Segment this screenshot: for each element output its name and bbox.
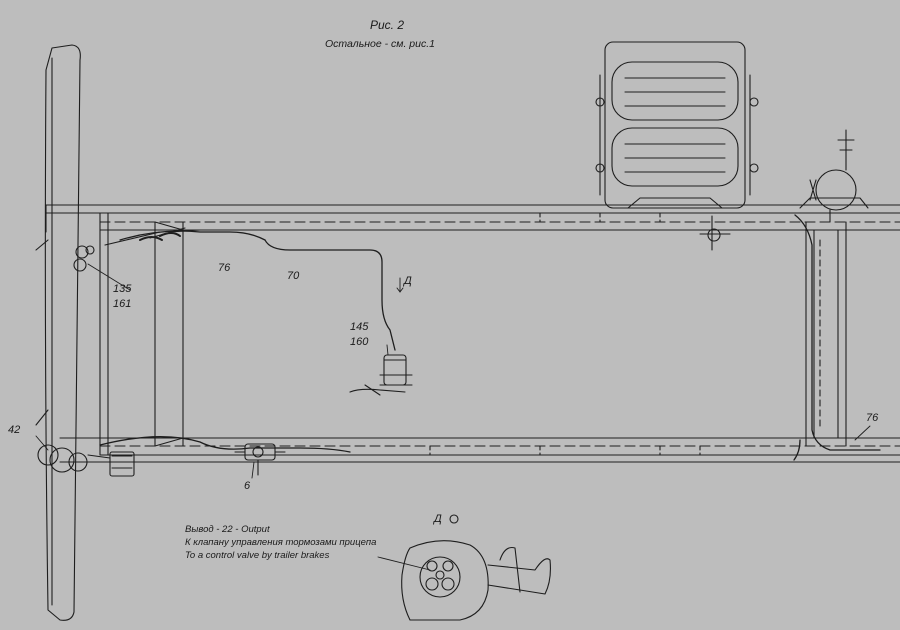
front-bumper (35, 44, 81, 621)
pipe-line-70 (264, 239, 396, 351)
callout-161: 161 (113, 298, 132, 310)
frame-bottom-member (59, 437, 900, 463)
inset-title: Д (434, 513, 442, 525)
front-cross-member (99, 212, 184, 456)
callout-135: 135 (113, 283, 132, 295)
pipe-right (793, 214, 881, 461)
figure-title: Рис. 2 (370, 18, 405, 32)
callout-76-top: 76 (218, 262, 231, 274)
callout-42: 42 (8, 424, 21, 436)
callout-145: 145 (350, 321, 369, 333)
callout-76-right: 76 (866, 412, 879, 424)
callout-6: 6 (244, 480, 251, 492)
inset-en-note: To a control valve by trailer brakes (185, 550, 330, 561)
valve-unit-center (699, 215, 731, 251)
valve-6 (234, 443, 286, 476)
inset-output-label: Вывод - 22 - Output (185, 524, 270, 535)
hose-coupling-top (73, 227, 201, 272)
frame-top-member (45, 204, 900, 233)
frame-markings (429, 212, 701, 456)
coupling-head-42 (37, 444, 135, 477)
figure-subtitle: Остальное - см. рис.1 (325, 38, 435, 50)
pipe-bottom (99, 436, 351, 453)
inset-ru-note: К клапану управления тормозами прицепа (185, 537, 377, 548)
pipe-line-76 (119, 230, 266, 241)
hand-brake-valve (349, 354, 413, 396)
callout-70: 70 (287, 270, 300, 282)
rear-cross-member (805, 221, 847, 447)
leader-lines (35, 263, 871, 479)
right-accumulator (799, 129, 869, 223)
callout-160: 160 (350, 336, 369, 348)
inset-view-d (377, 514, 551, 621)
callout-view-d: Д (404, 275, 412, 287)
air-receivers (595, 41, 759, 209)
